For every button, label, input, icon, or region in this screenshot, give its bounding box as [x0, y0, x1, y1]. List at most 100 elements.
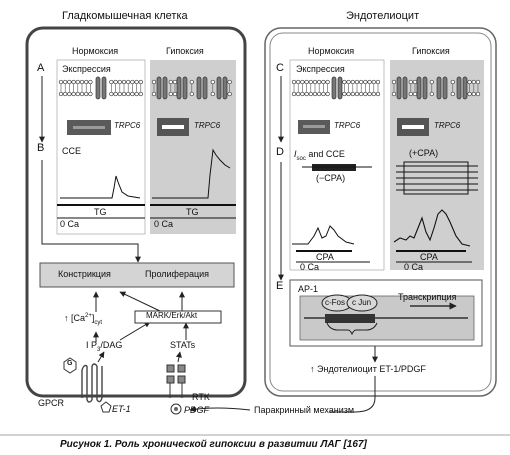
smc-normoxia-zero-ca: 0 Ca	[60, 219, 80, 229]
ec-normoxia-zero-ca: 0 Ca	[300, 262, 320, 272]
membrane-smc-normoxia	[58, 76, 143, 100]
lipid-head	[471, 91, 476, 97]
trace-ec-normoxia	[292, 225, 355, 245]
channel-subunit	[216, 76, 222, 100]
lipid-head	[391, 79, 397, 85]
lipid-head	[296, 91, 301, 97]
et1-label: ET-1	[112, 404, 131, 414]
lipid-head	[450, 91, 455, 97]
lipid-head	[58, 79, 64, 85]
gel-band-smc-hypoxia-core	[162, 125, 184, 129]
gpcr-label: GPCR	[38, 398, 65, 408]
arrow-ip3-mapk	[119, 321, 151, 341]
ec-hypoxia-header: Гипоксия	[412, 46, 450, 56]
mapk-box	[134, 310, 222, 324]
lipid-head	[354, 79, 360, 85]
pdgf-circle-inner	[174, 407, 178, 411]
lipid-head	[79, 79, 85, 85]
lipid-head	[346, 79, 351, 85]
lipid-head	[58, 91, 64, 97]
lipid-head	[350, 91, 355, 97]
lipid-head	[350, 79, 355, 85]
lipid-head	[321, 91, 326, 97]
channel-subunit	[202, 76, 208, 100]
smc-expression-label: Экспрессия	[62, 64, 111, 74]
lipid-head	[471, 79, 476, 85]
channel-subunit	[176, 76, 182, 100]
gel-band-smc-normoxia-core	[73, 126, 105, 129]
lipid-head	[88, 79, 93, 85]
lipid-head	[371, 91, 376, 97]
lipid-head	[121, 79, 127, 85]
channel-subunit	[156, 76, 162, 100]
lipid-head	[408, 91, 413, 97]
lipid-head	[363, 79, 368, 85]
lipid-head	[88, 91, 93, 97]
lipid-head	[172, 91, 178, 97]
lipid-head	[467, 79, 472, 85]
lipid-head	[308, 91, 313, 97]
channel-subunit	[416, 76, 422, 100]
cfos-label: c-Fos	[325, 298, 345, 307]
membrane-ec-normoxia	[291, 76, 381, 100]
ca-label: ↑ [Ca2+]cyt	[64, 313, 102, 326]
lipid-head	[300, 91, 305, 97]
smc-hypoxia-header: Гипоксия	[166, 46, 204, 56]
lipid-head	[429, 79, 434, 85]
lipid-head	[113, 91, 118, 97]
lipid-head	[291, 79, 297, 85]
lipid-head	[304, 91, 309, 97]
ec-hypoxia-trpc6: TRPC6	[434, 121, 461, 130]
lipid-head	[304, 79, 309, 85]
cce-label: CCE	[62, 146, 82, 156]
ec-hypoxia-cpa: CPA	[420, 252, 438, 262]
lipid-head	[71, 91, 76, 97]
lipid-head	[296, 79, 301, 85]
paracrine-arrow	[330, 376, 376, 413]
lipid-head	[121, 91, 127, 97]
lipid-head	[467, 91, 472, 97]
constriction-label: Констрикция	[58, 269, 111, 279]
ip3-sub: 3	[97, 346, 101, 353]
lipid-head	[227, 91, 232, 97]
minus-cpa-label: (−CPA)	[316, 173, 346, 183]
lipid-head	[113, 79, 118, 85]
lipid-head	[117, 91, 122, 97]
lipid-head	[109, 79, 114, 85]
trace-smc-normoxia	[60, 175, 141, 199]
lipid-head	[151, 79, 157, 85]
transcription-label: Транскрипция	[398, 292, 457, 302]
lipid-head	[151, 91, 157, 97]
arrow-b-outcomes	[41, 160, 141, 263]
panel-label-b: B	[37, 142, 45, 154]
ca-end: ]	[91, 313, 95, 323]
rtk-receptor	[166, 364, 186, 398]
arrow-gpcr-ip3	[97, 351, 105, 363]
isoc-end: and CCE	[305, 149, 345, 159]
trace-ec-hypoxia	[393, 209, 471, 247]
lipid-head	[84, 91, 89, 97]
lipid-head	[291, 91, 297, 97]
lipid-head	[450, 79, 455, 85]
smc-normoxia-trpc6: TRPC6	[114, 121, 141, 130]
lipid-head	[109, 91, 114, 97]
gel-band-ec-hypoxia-core	[402, 125, 424, 129]
lipid-head	[117, 79, 122, 85]
lipid-head	[412, 91, 418, 97]
endothelial-title: Эндотелиоцит	[346, 10, 420, 22]
lipid-head	[475, 79, 481, 85]
figure-caption: Рисунок 1. Роль хронической гипоксии в р…	[60, 439, 367, 450]
channel-subunit	[95, 76, 101, 100]
membrane-ec-hypoxia	[391, 76, 481, 100]
lipid-head	[79, 91, 85, 97]
ec-normoxia-header: Нормоксия	[308, 46, 355, 56]
lipid-head	[210, 91, 215, 97]
trace-smc-hypoxia	[152, 148, 231, 199]
lipid-head	[84, 79, 89, 85]
lipid-head	[189, 91, 194, 97]
lipid-head	[371, 79, 376, 85]
plus-cpa-label: (+CPA)	[409, 148, 439, 158]
isoc-sub: soc	[296, 155, 306, 162]
lipid-head	[126, 91, 131, 97]
